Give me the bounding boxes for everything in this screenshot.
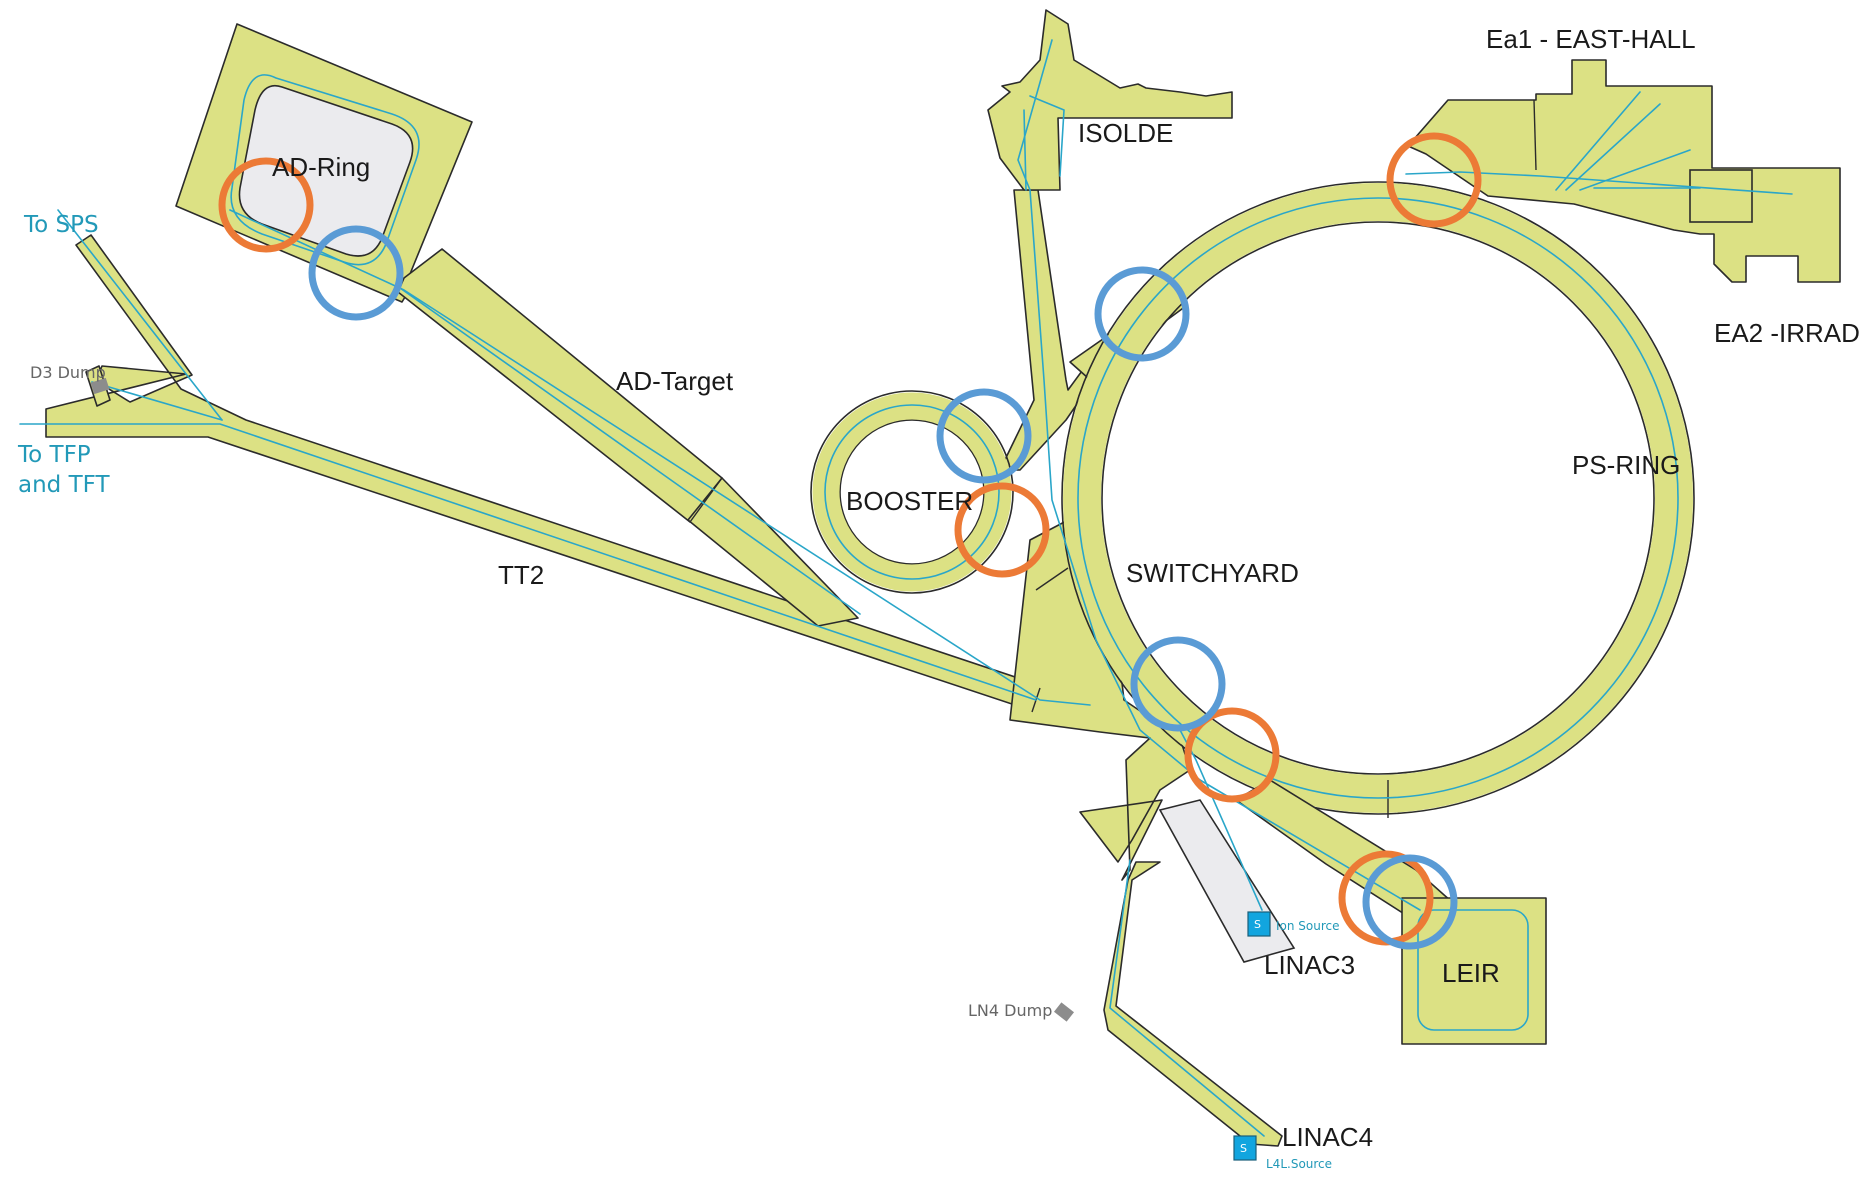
leir-ring-path	[1417, 909, 1529, 1031]
ps-ring	[1063, 183, 1693, 813]
ion-source-label: Ion Source	[1276, 919, 1340, 933]
irrad-inner-box	[1689, 169, 1753, 223]
tt2-tunnel	[45, 234, 1046, 713]
ad-ring-label: AD-Ring	[272, 152, 370, 182]
ps-ring-label: PS-RING	[1572, 450, 1680, 480]
blue-marker	[1362, 854, 1458, 950]
leir-label: LEIR	[1442, 958, 1500, 988]
linac3-label: LINAC3	[1264, 950, 1355, 980]
d3-dump-icon	[90, 377, 110, 395]
orange-marker	[1184, 707, 1280, 803]
beam-lines	[19, 39, 1793, 1137]
to-tfp-label-line2: and TFT	[18, 472, 110, 498]
svg-text:S: S	[1254, 918, 1261, 931]
switchyard-label: SWITCHYARD	[1126, 558, 1299, 588]
l4l-source-label: L4L.Source	[1266, 1157, 1332, 1171]
svg-text:S: S	[1240, 1142, 1247, 1155]
isolde-building	[987, 9, 1233, 191]
orange-marker	[1386, 132, 1482, 228]
separator-lines	[689, 99, 1537, 818]
booster-label: BOOSTER	[846, 486, 973, 516]
linac4-label: LINAC4	[1282, 1122, 1373, 1152]
ln4-dump-icon	[1054, 1002, 1074, 1022]
blue-marker	[308, 225, 404, 321]
ln4-dump-label: LN4 Dump	[968, 1001, 1052, 1020]
blue-marker	[936, 388, 1032, 484]
ea1-label: Ea1 - EAST-HALL	[1486, 24, 1696, 54]
buildings-layer	[45, 9, 1841, 1147]
isolde-label: ISOLDE	[1078, 118, 1173, 148]
booster-ring	[812, 392, 1012, 592]
ad-target-building	[397, 248, 723, 523]
east-hall-building	[1407, 59, 1841, 283]
blue-marker	[1130, 636, 1226, 732]
to-sps-label: To SPS	[23, 212, 99, 238]
ad-ring-area	[238, 85, 414, 257]
orange-marker	[218, 157, 314, 253]
orange-marker	[954, 482, 1050, 578]
to-tfp-label-line1: To TFP	[17, 442, 91, 468]
blue-marker	[1094, 266, 1190, 362]
ion-source: S	[1247, 911, 1271, 937]
labels: AD-Ring AD-Target To SPS D3 Dump To TFP …	[17, 24, 1860, 1171]
tt2-label: TT2	[498, 560, 544, 590]
linac4-line	[1103, 861, 1283, 1147]
l4l-source: S	[1233, 1135, 1257, 1161]
ea2-label: EA2 -IRRAD	[1714, 318, 1860, 348]
ad-target-label: AD-Target	[616, 366, 734, 396]
blue-markers	[308, 225, 1458, 950]
d3-dump-label: D3 Dump	[30, 363, 106, 382]
